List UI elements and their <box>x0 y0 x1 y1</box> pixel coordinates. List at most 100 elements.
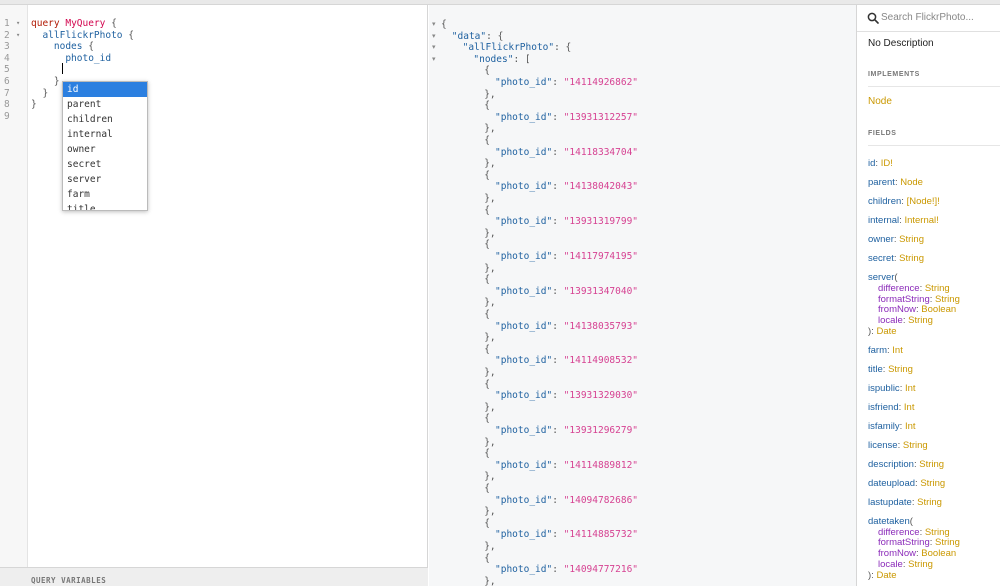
field-type[interactable]: Internal! <box>904 215 939 226</box>
field-name[interactable]: children <box>868 196 902 207</box>
field-name[interactable]: owner <box>868 234 894 245</box>
docs-search[interactable]: Search FlickrPhoto... <box>857 5 1000 32</box>
field-type[interactable]: Int <box>904 382 916 394</box>
field-entry[interactable]: isfriend: Int <box>868 401 915 414</box>
field-entry[interactable]: dateupload: String <box>868 477 946 490</box>
field-type[interactable]: ID! <box>880 158 893 169</box>
field-name[interactable]: lastupdate <box>868 496 912 508</box>
field-type[interactable]: Date <box>876 569 897 581</box>
field-name[interactable]: ispublic <box>868 382 900 394</box>
field-type[interactable]: String <box>920 477 946 489</box>
fold-arrow-icon[interactable]: ▾ <box>16 19 21 27</box>
autocomplete-item[interactable]: server <box>67 174 102 185</box>
json-line: "allFlickrPhoto": { <box>463 42 572 54</box>
autocomplete-item[interactable]: id <box>63 82 147 97</box>
json-token: : <box>552 216 564 228</box>
json-token: { <box>484 100 490 112</box>
field-name[interactable]: dateupload <box>868 477 916 489</box>
autocomplete-dropdown[interactable]: id parent children internal owner secret… <box>62 81 148 211</box>
field-name[interactable]: description <box>868 458 914 470</box>
field-entry[interactable]: ispublic: Int <box>868 382 916 395</box>
field-name[interactable]: isfriend <box>868 401 899 413</box>
autocomplete-item[interactable]: internal <box>67 129 113 140</box>
autocomplete-item[interactable]: title <box>67 204 96 211</box>
field-argument: formatString: String <box>868 537 960 549</box>
json-token: { <box>484 343 490 355</box>
photo-id-value: "14114926862" <box>563 77 639 88</box>
field-type[interactable]: String <box>888 363 913 375</box>
field-type[interactable]: Int <box>892 344 903 356</box>
field-entry[interactable]: parent: Node <box>868 177 923 189</box>
argument-type[interactable]: Boolean <box>921 548 957 560</box>
line-number-text: 3 <box>4 41 10 53</box>
argument-type[interactable]: String <box>924 526 950 538</box>
argument-type[interactable]: Boolean <box>921 304 957 316</box>
result-pane[interactable]: ▾ ▾ ▾ ▾ {"data": {"allFlickrPhoto": {"no… <box>429 5 856 586</box>
field-type[interactable]: Node <box>900 177 923 188</box>
autocomplete-item[interactable]: farm <box>67 189 90 200</box>
field-name[interactable]: farm <box>868 344 887 356</box>
fold-arrow-icon[interactable]: ▾ <box>16 30 21 39</box>
field-paren: ( <box>909 515 913 527</box>
field-entry[interactable]: isfamily: Int <box>868 420 916 433</box>
field-entry[interactable]: farm: Int <box>868 344 903 357</box>
field-entry[interactable]: secret: String <box>868 253 924 265</box>
field-separator: : <box>894 177 901 188</box>
json-token: }, <box>484 541 496 552</box>
field-type[interactable]: Int <box>904 420 916 432</box>
field-type[interactable]: String <box>899 234 924 245</box>
field-entry[interactable]: lastupdate: String <box>868 496 942 509</box>
autocomplete-item[interactable]: parent <box>67 99 102 110</box>
field-name[interactable]: title <box>868 363 883 375</box>
field-entry[interactable]: owner: String <box>868 234 924 246</box>
line-number-text: 6 <box>4 76 10 87</box>
field-entry[interactable]: internal: Internal! <box>868 215 939 227</box>
field-entry[interactable]: id: ID! <box>868 158 893 170</box>
fold-arrow-icon[interactable]: ▾ <box>432 32 436 40</box>
argument-type[interactable]: String <box>908 558 933 570</box>
argument-type[interactable]: String <box>935 293 960 305</box>
autocomplete-item[interactable]: owner <box>67 144 96 155</box>
autocomplete-item[interactable]: children <box>67 114 113 125</box>
field-name[interactable]: isfamily <box>868 420 900 432</box>
field-name[interactable]: internal <box>868 215 900 226</box>
field-name[interactable]: secret <box>868 253 894 264</box>
docs-explorer: Search FlickrPhoto... No Description IMP… <box>856 5 1000 586</box>
field-name[interactable]: server <box>868 272 895 283</box>
field-entry[interactable]: description: String <box>868 458 945 471</box>
line-number-text: 1 <box>4 18 10 29</box>
fold-arrow-icon[interactable]: ▾ <box>432 21 436 28</box>
field-name[interactable]: id <box>868 158 876 169</box>
field-type[interactable]: Date <box>876 325 897 337</box>
field-type[interactable]: [Node!]! <box>906 196 940 207</box>
json-token: { <box>484 169 490 181</box>
field-paren: ( <box>894 272 898 283</box>
field-type[interactable]: String <box>899 253 924 264</box>
field-name[interactable]: datetaken <box>868 515 910 527</box>
argument-type[interactable]: String <box>924 282 950 294</box>
fold-arrow-icon[interactable]: ▾ <box>432 44 436 52</box>
json-token: }, <box>484 471 496 483</box>
field-type[interactable]: String <box>917 496 942 508</box>
query-variables-bar[interactable]: QUERY VARIABLES <box>0 567 428 586</box>
field-type[interactable]: String <box>902 439 928 451</box>
argument-type[interactable]: String <box>908 315 933 327</box>
query-editor[interactable]: 1▾ 2▾ 3 4 5 6 7 8 9 query MyQuery { allF… <box>0 5 428 586</box>
field-type[interactable]: Int <box>903 401 915 413</box>
argument-type[interactable]: String <box>935 537 960 549</box>
json-object-open: { <box>484 518 490 530</box>
fold-arrow-icon[interactable]: ▾ <box>432 55 436 63</box>
field-entry[interactable]: children: [Node!]! <box>868 196 940 208</box>
json-token: : <box>552 564 564 576</box>
field-name[interactable]: license <box>868 439 898 451</box>
autocomplete-item[interactable]: secret <box>67 159 102 170</box>
implements-link[interactable]: Node <box>868 96 892 107</box>
field-entry[interactable]: title: String <box>868 363 913 376</box>
field-name[interactable]: parent <box>868 177 895 188</box>
field-type[interactable]: String <box>919 458 945 470</box>
field-entry[interactable]: license: String <box>868 439 928 452</box>
root-field: allFlickrPhoto <box>42 29 123 41</box>
argument-separator: : <box>902 315 909 327</box>
